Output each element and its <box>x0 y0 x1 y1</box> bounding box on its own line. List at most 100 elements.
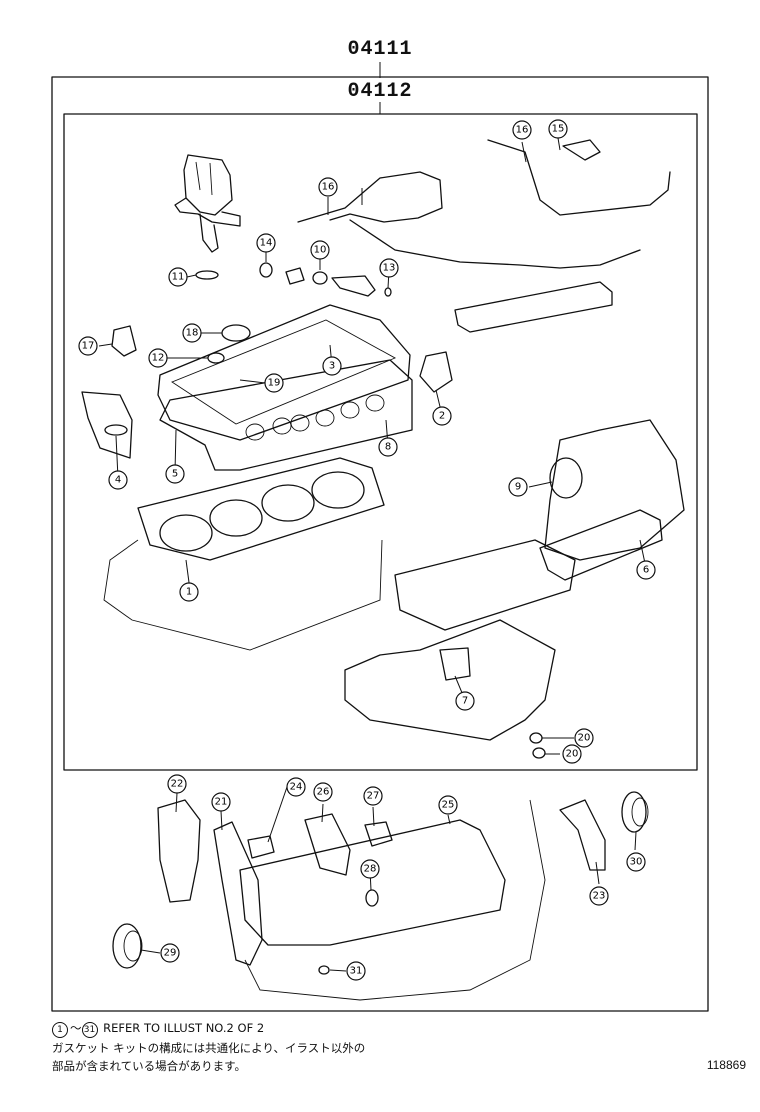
fuel-return-pipe <box>487 139 671 216</box>
callout-6: 6 <box>636 560 656 580</box>
callout-label-20b: 20 <box>566 749 579 760</box>
callout-label-16a: 16 <box>322 182 335 193</box>
callout-label-11: 11 <box>172 272 185 283</box>
callout-label-1: 1 <box>186 587 192 598</box>
gasket-10 <box>312 271 328 285</box>
callout-label-6: 6 <box>643 565 649 576</box>
callout-9: 9 <box>508 477 528 497</box>
sensor-fitting <box>285 267 305 285</box>
callout-label-25: 25 <box>442 800 455 811</box>
callout-30: 30 <box>626 852 646 872</box>
callout-20a: 20 <box>574 728 594 748</box>
o-ring-11 <box>195 270 219 280</box>
callout-25: 25 <box>438 795 458 815</box>
plug-gasket-12 <box>207 352 225 364</box>
gasket-4 <box>104 424 128 436</box>
distributor-drawing <box>174 154 241 253</box>
callout-label-24: 24 <box>290 782 303 793</box>
callout-16b: 16 <box>512 120 532 140</box>
callout-15: 15 <box>548 119 568 139</box>
gasket-27 <box>364 821 393 847</box>
callout-label-17: 17 <box>82 341 95 352</box>
callout-label-2: 2 <box>439 411 445 422</box>
callout-18: 18 <box>182 323 202 343</box>
callout-label-31: 31 <box>350 966 363 977</box>
thermostat-housing <box>81 391 133 459</box>
gasket-2 <box>419 351 453 393</box>
gasket-24 <box>247 835 275 859</box>
ref-end-circle: 31 <box>81 1022 98 1038</box>
oil-filler-gasket <box>221 324 251 342</box>
callout-22: 22 <box>167 774 187 794</box>
ref-tilde: ～ <box>70 1021 82 1035</box>
kit-part-number: 04111 <box>347 38 413 61</box>
callout-label-10: 10 <box>314 245 327 256</box>
callout-14: 14 <box>256 233 276 253</box>
callout-13: 13 <box>379 258 399 278</box>
oil-seal-29 <box>112 923 143 969</box>
gasket-9 <box>549 457 583 499</box>
callout-5: 5 <box>165 464 185 484</box>
callout-label-21: 21 <box>215 797 228 808</box>
callout-26: 26 <box>313 782 333 802</box>
intake-manifold <box>544 419 685 561</box>
gasket-28 <box>365 889 379 907</box>
cylinder-head-cover-gasket <box>157 304 411 441</box>
callout-8: 8 <box>378 437 398 457</box>
callout-label-20a: 20 <box>578 733 591 744</box>
fuel-line <box>349 219 641 269</box>
callout-3: 3 <box>322 356 342 376</box>
callout-label-28: 28 <box>364 864 377 875</box>
fitting-17 <box>111 325 137 357</box>
gasket-7 <box>439 647 471 681</box>
ref-text: REFER TO ILLUST NO.2 OF 2 <box>99 1021 265 1035</box>
inner-frame <box>63 113 698 771</box>
callout-label-7: 7 <box>462 696 468 707</box>
callout-2: 2 <box>432 406 452 426</box>
callout-21: 21 <box>211 792 231 812</box>
callout-label-13: 13 <box>383 263 396 274</box>
callout-label-3: 3 <box>329 361 335 372</box>
sub-kit-part-number: 04112 <box>347 80 413 103</box>
gasket-21 <box>213 821 263 966</box>
callout-label-29: 29 <box>164 948 177 959</box>
callouts: 1 2 3 4 5 6 7 8 9 10 11 12 13 14 15 16 1… <box>78 119 656 981</box>
oil-seal-30 <box>621 791 649 833</box>
callout-label-18: 18 <box>186 328 199 339</box>
callout-7: 7 <box>455 691 475 711</box>
callout-label-22: 22 <box>171 779 184 790</box>
callout-label-14: 14 <box>260 238 273 249</box>
callout-label-5: 5 <box>172 469 178 480</box>
callout-label-23: 23 <box>593 891 606 902</box>
callout-label-30: 30 <box>630 857 643 868</box>
ref-start-circle: 1 <box>52 1022 68 1038</box>
callout-19: 19 <box>264 373 284 393</box>
callout-11: 11 <box>168 267 188 287</box>
gasket-23 <box>559 799 606 871</box>
callout-17: 17 <box>78 336 98 356</box>
callout-27: 27 <box>363 786 383 806</box>
callout-10: 10 <box>310 240 330 260</box>
o-ring-13 <box>384 287 392 297</box>
callout-label-8: 8 <box>385 442 391 453</box>
callout-16a: 16 <box>318 177 338 197</box>
gasket-20a <box>529 732 543 744</box>
japanese-note-line-1: ガスケット キットの構成には共通化により、イラスト以外の <box>52 1041 366 1055</box>
callout-label-4: 4 <box>115 475 121 486</box>
exhaust-manifold <box>344 619 556 741</box>
illustration-number: 118869 <box>706 1058 746 1072</box>
callout-28: 28 <box>360 859 380 879</box>
injector-fitting <box>331 275 376 297</box>
callout-4: 4 <box>108 470 128 490</box>
gasket-31 <box>318 965 330 975</box>
callout-label-26: 26 <box>317 787 330 798</box>
callout-label-16b: 16 <box>516 125 529 136</box>
cylinder-head-gasket <box>137 457 385 561</box>
oil-pan-gasket <box>239 819 506 946</box>
callout-1: 1 <box>179 582 199 602</box>
outer-frame <box>51 76 709 1012</box>
callout-label-12: 12 <box>152 353 165 364</box>
o-ring-14 <box>259 262 273 278</box>
callout-23: 23 <box>589 886 609 906</box>
